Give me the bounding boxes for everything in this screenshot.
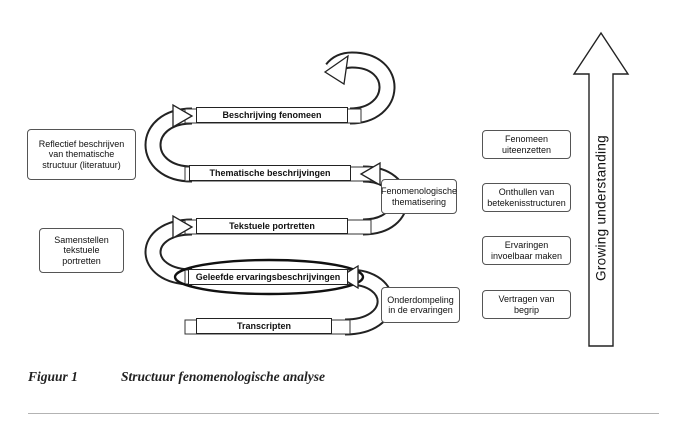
middle-box-onderdompeling-ervaringen: Onderdompeling in de ervaringen <box>381 287 460 323</box>
right-box-vertragen-begrip: Vertragen van begrip <box>482 290 571 319</box>
geleefde-ellipse-outline <box>173 258 365 296</box>
right-box-ervaringen-invoelbaar: Ervaringen invoelbaar maken <box>482 236 571 265</box>
flow-triangle-left-thematische <box>359 161 381 187</box>
band-label-thematische-beschrijvingen: Thematische beschrijvingen <box>189 165 351 181</box>
figure-caption-label: Figuur 1 <box>28 369 78 384</box>
flow-triangle-right-tekstuele <box>172 214 194 240</box>
flow-triangles <box>172 54 381 290</box>
flow-triangle-left-geleefde <box>338 264 359 290</box>
left-box-samenstellen-portretten: Samenstellen tekstuele portretten <box>39 228 124 273</box>
bottom-divider <box>28 413 659 414</box>
curl-arrowhead <box>323 54 349 86</box>
growing-understanding-arrow <box>572 31 630 347</box>
flow-triangle-right-top <box>172 103 194 129</box>
right-box-fenomeen-uiteenzetten: Fenomeen uiteenzetten <box>482 130 571 159</box>
middle-box-fenomenologische-thematisering: Fenomenologische thematisering <box>381 179 457 214</box>
right-box-onthullen-betekenisstructuren: Onthullen van betekenisstructuren <box>482 183 571 212</box>
band-label-transcripten: Transcripten <box>196 318 332 334</box>
band-label-beschrijving-fenomeen: Beschrijving fenomeen <box>196 107 348 123</box>
figure-caption-title: Structuur fenomenologische analyse <box>121 369 326 384</box>
growing-understanding-label: Growing understanding <box>593 135 609 281</box>
band-label-geleefde-ervaringsbeschrijvingen: Geleefde ervaringsbeschrijvingen <box>188 269 348 285</box>
left-box-reflectief-beschrijven: Reflectief beschrijven van thematische s… <box>27 129 136 180</box>
band-label-tekstuele-portretten: Tekstuele portretten <box>196 218 348 234</box>
